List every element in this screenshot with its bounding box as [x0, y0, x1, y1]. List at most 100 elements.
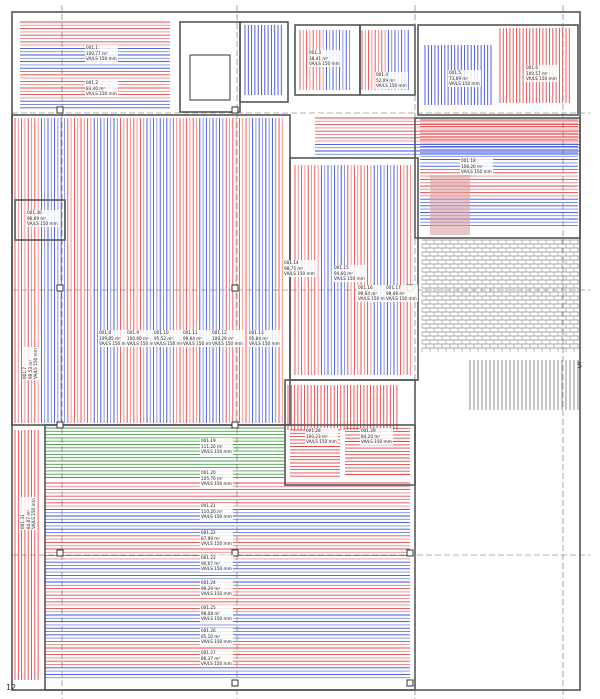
- room-id: 001.28: [306, 428, 321, 433]
- room-spacing: VA/LS 150 mm: [358, 296, 389, 302]
- room-id: 001.5: [449, 70, 461, 75]
- room-area: 52,09 m²: [376, 77, 396, 83]
- room-id: 001.8: [99, 330, 111, 335]
- room-spacing: VA/LS 150 mm: [86, 56, 117, 62]
- room-id: 001.23: [201, 555, 216, 560]
- room-spacing: VA/LS 150 mm: [201, 541, 232, 547]
- room-area: 84,20 m²: [361, 433, 381, 439]
- room-spacing: VA/LS 150 mm: [461, 169, 492, 175]
- room-spacing: VA/LS 150 mm: [249, 341, 280, 347]
- room-id: 001.3: [309, 50, 321, 55]
- room-spacing: VA/LS 150 mm: [386, 296, 417, 302]
- grid-mark-bottom: 12: [6, 683, 17, 692]
- room-spacing: VA/LS 150 mm: [86, 91, 117, 97]
- room-spacing: VA/LS 150 mm: [212, 341, 243, 347]
- room-id: 001.24: [201, 580, 216, 585]
- room-spacing: VA/LS 150 mm: [201, 566, 232, 572]
- column: [406, 549, 414, 557]
- room-area: 100,57 m²: [526, 70, 548, 76]
- room-area: 98,75 m²: [284, 265, 304, 271]
- room-id: 001.1: [86, 45, 98, 50]
- room-id: 001.17: [386, 285, 401, 290]
- room-id: 001.19: [201, 438, 216, 443]
- room-spacing: VA/LS 150 mm: [361, 439, 392, 445]
- room-id: 001.11: [183, 330, 198, 335]
- room-id: 001.29: [361, 428, 376, 433]
- room-id: 001.13: [249, 330, 264, 335]
- room-area: 110,20 m²: [201, 508, 223, 514]
- room-spacing: VA/LS 150 mm: [201, 449, 232, 455]
- wall: [239, 21, 289, 103]
- room-area: 90,67 m²: [201, 560, 221, 566]
- room-area: 83,40 m²: [86, 85, 106, 91]
- room-spacing: VA/LS 150 mm: [376, 83, 407, 89]
- room-area: 99,64 m²: [183, 335, 203, 341]
- room-spacing: VA/LS 150 mm: [309, 61, 340, 67]
- room-id: 001.22: [201, 530, 216, 535]
- room-area: 100,77 m²: [86, 50, 108, 56]
- room-area: 105,70 m²: [201, 475, 223, 481]
- room-spacing: VA/LS 150 mm: [306, 439, 337, 445]
- column: [56, 106, 64, 114]
- room-spacing: VA/LS 150 mm: [201, 616, 232, 622]
- column: [231, 284, 239, 292]
- room-area: 95,52 m²: [154, 335, 174, 341]
- room-area: 99,29 m²: [201, 585, 221, 591]
- room-id: 001.15: [334, 265, 349, 270]
- room-spacing: VA/LS 150 mm: [33, 348, 39, 379]
- room-spacing: VA/LS 150 mm: [127, 341, 158, 347]
- room-area: 94,60 m²: [334, 270, 354, 276]
- room-id: 001.18: [461, 158, 476, 163]
- wall: [179, 21, 241, 113]
- room-spacing: VA/LS 150 mm: [334, 276, 365, 282]
- room-spacing: VA/LS 150 mm: [201, 639, 232, 645]
- room-area: 38,41 m²: [309, 55, 329, 61]
- room-id: 001.25: [201, 605, 216, 610]
- room-id: 001.30: [27, 210, 42, 215]
- room-spacing: VA/LS 150 mm: [284, 271, 315, 277]
- room-area: 87,99 m²: [201, 535, 221, 541]
- room-spacing: VA/LS 150 mm: [449, 81, 480, 87]
- room-area: 100,23 m²: [306, 433, 328, 439]
- room-spacing: VA/LS 150 mm: [526, 76, 557, 82]
- manifold-shaft: [430, 175, 470, 235]
- column: [231, 421, 239, 429]
- room-id: 001.20: [201, 470, 216, 475]
- room-area: 99,64 m²: [358, 290, 378, 296]
- room-area: 108,20 m²: [461, 163, 483, 169]
- column: [231, 679, 239, 687]
- room-id: 001.10: [154, 330, 169, 335]
- room-id: 001.2: [86, 80, 98, 85]
- room-id: 001.14: [284, 260, 299, 265]
- room-area: 95,84 m²: [249, 335, 269, 341]
- room-id: 001.16: [358, 285, 373, 290]
- room-id: 001.27: [201, 650, 216, 655]
- room-id: 001.12: [212, 330, 227, 335]
- room-spacing: VA/LS 150 mm: [201, 591, 232, 597]
- room-spacing: VA/LS 150 mm: [201, 514, 232, 520]
- column: [406, 679, 414, 687]
- room-area: 96,09 m²: [27, 215, 47, 221]
- column: [231, 549, 239, 557]
